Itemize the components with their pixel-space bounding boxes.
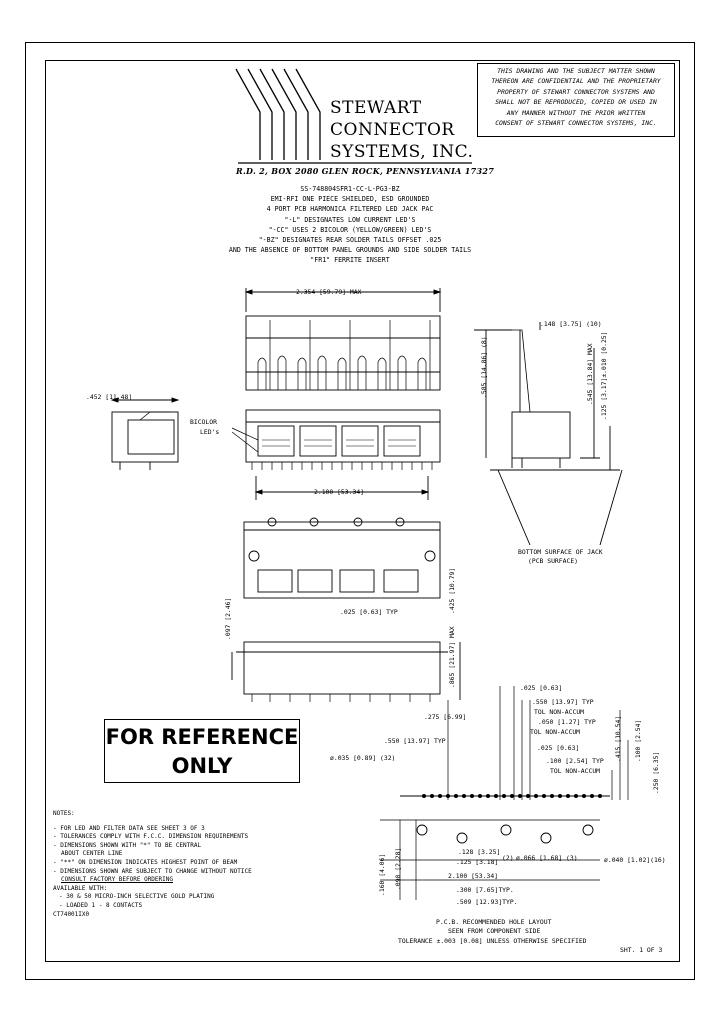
dim-height-125: .125 [3.17]±.010 [0.25] [600, 331, 608, 421]
company-name-line3: SYSTEMS, INC. [330, 142, 474, 162]
label-bicolor: BICOLOR [190, 418, 217, 426]
bottom-view [243, 517, 441, 599]
dim-side-depth: .452 [11.48] [86, 393, 133, 401]
drawing-inner-frame [45, 60, 680, 962]
label-pcb-surface: (PCB SURFACE) [528, 557, 579, 565]
label-bottom-surface: BOTTOM SURFACE OF JACK [518, 548, 603, 556]
dim-pcb-050: .050 [1.27] TYP [538, 718, 596, 726]
description-line: AND THE ABSENCE OF BOTTOM PANEL GROUNDS … [228, 246, 472, 255]
description-line: "-L" DESIGNATES LOW CURRENT LED'S [284, 215, 416, 224]
stamp-line1: FOR REFERENCE [105, 725, 299, 749]
document-code: CT74001IX0 [53, 910, 90, 918]
top-view [245, 315, 441, 391]
right-side-view [474, 322, 623, 546]
part-description: SS-748804SFR1-CC-L-PG3-BZ EMI-RFI ONE PI… [200, 184, 500, 266]
dim-pcb-tol3: TOL NON-ACCUM [550, 767, 601, 775]
dim-pcb-025b: .025 [0.63] [537, 744, 580, 752]
dim-height-097: .097 [2.46] [224, 597, 232, 640]
pcb-caption-tolerance: TOLERANCE ±.003 [0.08] UNLESS OTHERWISE … [398, 937, 587, 945]
dim-pcb-2100: 2.100 [53.34] [448, 872, 499, 880]
dim-pcb-550a: .550 [13.97] TYP [532, 698, 594, 706]
stamp-line2: ONLY [171, 754, 233, 778]
pcb-caption-view: SEEN FROM COMPONENT SIDE [448, 927, 541, 935]
description-line: "FR1" FERRITE INSERT [310, 256, 390, 265]
sheet-number: SHT. 1 OF 3 [620, 946, 663, 954]
dim-pcb-090: .090 [2.28] [394, 847, 402, 890]
left-side-view [110, 397, 180, 470]
dim-overall-width: 2.354 [59.79] MAX [296, 288, 362, 296]
pcb-caption-title: P.C.B. RECOMMENDED HOLE LAYOUT [436, 918, 552, 926]
confidential-notice: THIS DRAWING AND THE SUBJECT MATTER SHOW… [477, 63, 675, 137]
description-line: 4 PORT PCB HARMONICA FILTERED LED JACK P… [266, 205, 434, 214]
dim-port-span: 2.100 [53.34] [314, 488, 365, 496]
dim-pcb-550b: .550 [13.97] TYP [384, 737, 446, 745]
company-address: R.D. 2, BOX 2080 GLEN ROCK, PENNSYLVANIA… [236, 166, 495, 176]
dim-pcb-100: .100 [2.54] TYP [546, 757, 604, 765]
confidential-line: CONSENT OF STEWART CONNECTOR SYSTEMS, IN… [495, 119, 657, 128]
company-name-line1: STEWART [330, 98, 422, 118]
dim-height-425: .425 [10.79] [448, 567, 456, 614]
dim-pcb-tol2: TOL NON-ACCUM [530, 728, 581, 736]
confidential-line: THIS DRAWING AND THE SUBJECT MATTER SHOW… [497, 67, 655, 75]
dim-pcb-2: (2) [502, 854, 514, 862]
dim-pcb-125: .125 [3.18] [456, 858, 499, 866]
dim-pcb-275: .275 [6.99] [424, 713, 467, 721]
note-item: - TOLERANCES COMPLY WITH F.C.C. DIMENSIO… [53, 833, 249, 841]
dim-pcb-509: .509 [12.93]TYP. [456, 898, 518, 906]
dim-pcb-tol1: TOL NON-ACCUM [534, 708, 585, 716]
front-view [231, 409, 441, 470]
dim-pcb-415: .415 [10.54] [614, 715, 622, 762]
dim-pcb-250: .250 [6.35] [652, 751, 660, 794]
dim-pcb-300: .300 [7.65]TYP. [456, 886, 514, 894]
confidential-line: ANY MANNER WITHOUT THE PRIOR WRITTEN [506, 108, 646, 117]
company-name-line2: CONNECTOR [330, 120, 455, 140]
notes-title: NOTES: [53, 810, 75, 817]
label-leds: LED's [200, 428, 220, 436]
dim-height-865: .865 [21.97] MAX [448, 626, 456, 688]
dim-side-top: .148 [3.75] (10) [540, 320, 602, 328]
drawing-border [25, 42, 695, 980]
dim-pcb-025: .025 [0.63] [520, 684, 563, 692]
description-line: "-BZ" DESIGNATES REAR SOLDER TAILS OFFSE… [258, 236, 442, 245]
confidential-line: THEREON ARE CONFIDENTIAL AND THE PROPRIE… [491, 77, 661, 86]
description-line: "-CC" USES 2 BICOLOR (YELLOW/GREEN) LED'… [268, 225, 432, 234]
for-reference-only-stamp: FOR REFERENCE ONLY [104, 719, 300, 783]
dim-pcb-035: ø.035 [0.89] (32) [330, 754, 396, 762]
dim-tail-offset: .025 [0.63] TYP [340, 608, 398, 616]
dim-pcb-160: .160 [4.06] [378, 853, 386, 896]
dim-pcb-128: .128 [3.25] [458, 848, 501, 856]
note-item: - DIMENSIONS SHOWN WITH "*" TO BE CENTRA… [53, 841, 202, 849]
available-item: - 30 & 50 MICRO-INCH SELECTIVE GOLD PLAT… [59, 893, 215, 901]
available-item: - LOADED 1 - 8 CONTACTS [59, 901, 143, 909]
note-item: CONSULT FACTORY BEFORE ORDERING [61, 876, 173, 884]
dim-pcb-040: ø.040 [1.02](16) [604, 856, 666, 864]
confidential-line: PROPERTY OF STEWART CONNECTOR SYSTEMS AN… [497, 87, 655, 96]
note-item: - DIMENSIONS SHOWN ARE SUBJECT TO CHANGE… [53, 867, 252, 875]
notes-block: NOTES: - FOR LED AND FILTER DATA SEE SHE… [53, 810, 252, 919]
part-number: SS-748804SFR1-CC-L-PG3-BZ [300, 185, 400, 193]
dim-height-545: .545 [13.84] MAX [586, 343, 594, 405]
description-line: EMI-RFI ONE PIECE SHIELDED, ESD GROUNDED [270, 195, 430, 204]
dim-height-585: .585 [14.86] (8) [480, 336, 488, 398]
note-item: ABOUT CENTER LINE [61, 850, 123, 858]
dim-pcb-066: ø.066 [1.68] (3) [516, 854, 578, 862]
available-title: AVAILABLE WITH: [53, 884, 108, 892]
rear-view [231, 641, 461, 702]
confidential-line: SHALL NOT BE REPRODUCED, COPIED OR USED … [495, 98, 657, 107]
dim-pcb-100b: .100 [2.54] [634, 719, 642, 762]
note-item: - "**" ON DIMENSION INDICATES HIGHEST PO… [53, 858, 238, 866]
note-item: - FOR LED AND FILTER DATA SEE SHEET 3 OF… [53, 824, 205, 832]
